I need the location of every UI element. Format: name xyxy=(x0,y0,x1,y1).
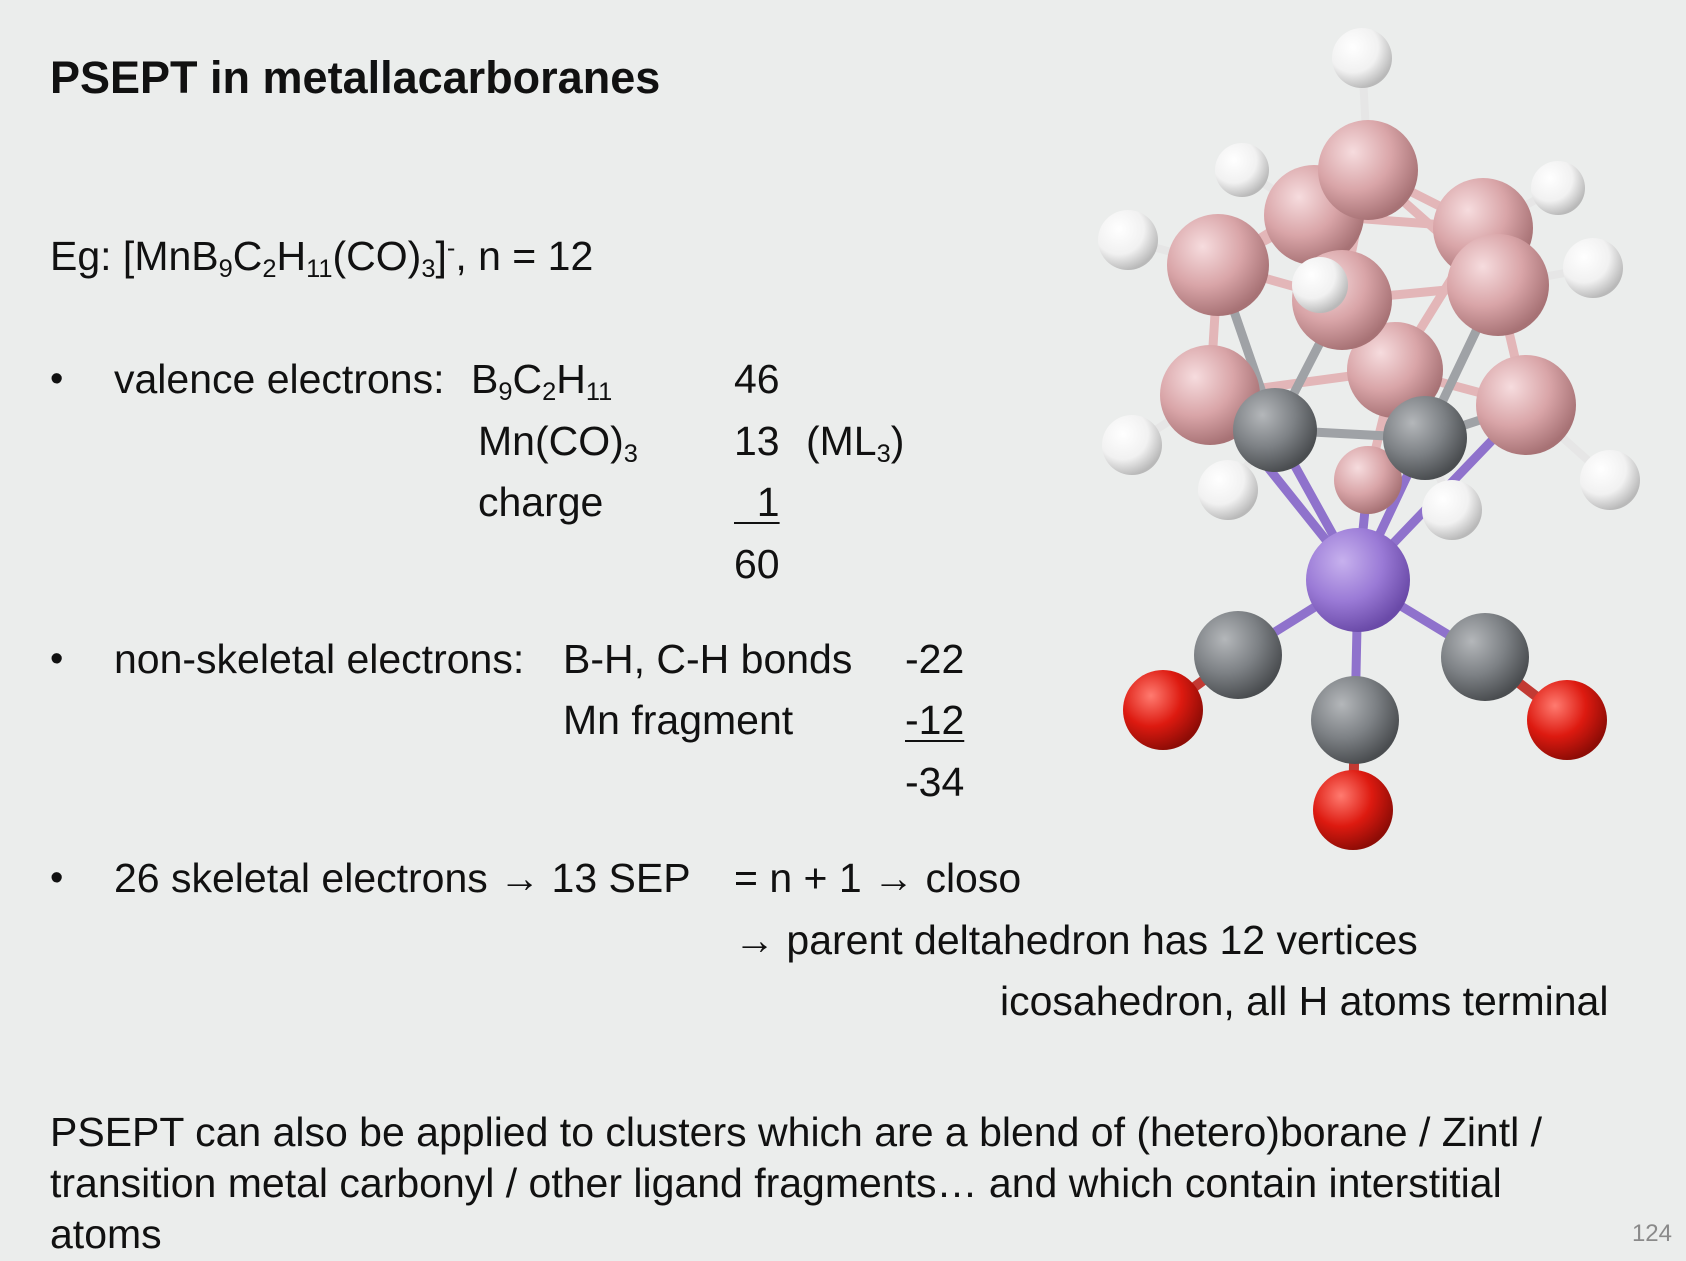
nonskeletal-row1-value: -22 xyxy=(905,636,965,682)
valence-row3-label: charge xyxy=(478,479,604,525)
nonskeletal-row2-value: -12 xyxy=(905,697,965,743)
valence-row2-formula: Mn(CO)3 xyxy=(478,418,638,469)
valence-row2-value: 13 xyxy=(734,418,780,464)
skeletal-line1: 26 skeletal electrons → 13 SEP xyxy=(114,855,691,901)
valence-row2-note: (ML3) xyxy=(806,418,905,469)
skeletal-line1b: = n + 1 → closo xyxy=(734,855,1022,901)
valence-label: valence electrons: xyxy=(114,356,445,402)
footer-line1: PSEPT can also be applied to clusters wh… xyxy=(50,1109,1543,1155)
valence-row1-formula: B9C2H11 xyxy=(471,356,613,407)
bullet-skeletal: • xyxy=(50,857,64,899)
footer-line3: atoms xyxy=(50,1211,162,1257)
bullet-valence: • xyxy=(50,358,64,400)
nonskeletal-row1-label: B-H, C-H bonds xyxy=(563,636,853,682)
valence-row1-value: 46 xyxy=(734,356,780,402)
nonskeletal-total: -34 xyxy=(905,759,965,805)
nonskeletal-row2-label: Mn fragment xyxy=(563,697,794,743)
slide-title: PSEPT in metallacarboranes xyxy=(50,52,661,103)
page-number: 124 xyxy=(1631,1220,1672,1247)
nonskeletal-label: non-skeletal electrons: xyxy=(114,636,525,682)
valence-row3-value: 1 xyxy=(734,479,780,525)
metallacarborane-molecule-image xyxy=(1098,28,1640,850)
example-formula: Eg: [MnB9C2H11(CO)3]-, n = 12 xyxy=(50,233,594,284)
footer-line2: transition metal carbonyl / other ligand… xyxy=(50,1160,1502,1206)
skeletal-line2: → parent deltahedron has 12 vertices xyxy=(734,917,1418,963)
valence-total: 60 xyxy=(734,541,780,587)
skeletal-line3: icosahedron, all H atoms terminal xyxy=(1000,978,1609,1024)
bullet-nonskeletal: • xyxy=(50,638,64,680)
